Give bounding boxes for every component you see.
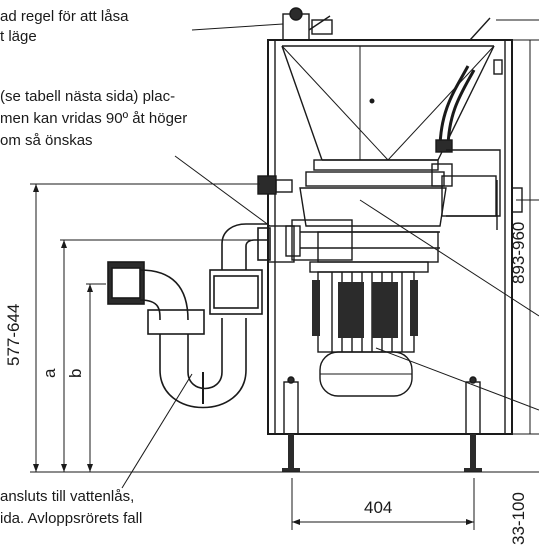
callout-drain-line1: ansluts till vattenlås, <box>0 488 135 505</box>
lock-latch <box>282 7 333 41</box>
callout-outlet-line3: om så önskas <box>0 132 93 149</box>
dimension-height-total: 577-644 <box>4 303 23 366</box>
adjustable-feet <box>240 376 539 473</box>
dimension-height-a: a <box>40 368 59 378</box>
callout-lock-line1: ad regel för att låsa <box>0 8 129 25</box>
dimension-width-base: 404 <box>364 498 393 517</box>
dimension-arrows <box>33 184 474 525</box>
dimension-height-right: 893-960 <box>509 221 528 284</box>
dimension-foot-adjust: 33-100 <box>509 492 528 545</box>
callout-outlet-line1: (se tabell nästa sida) plac- <box>0 88 176 105</box>
callout-lock-line2: t läge <box>0 28 37 45</box>
hopper <box>281 45 495 161</box>
dimension-height-b: b <box>66 368 85 378</box>
side-outlet <box>257 175 295 263</box>
leader-lines <box>121 23 539 489</box>
grinder-housing <box>285 159 447 263</box>
callout-outlet-line2: men kan vridas 90º åt höger <box>0 110 188 127</box>
water-hose <box>431 65 501 217</box>
callout-drain-line2: ida. Avloppsrörets fall <box>0 510 143 527</box>
dimension-lines <box>30 40 531 530</box>
water-trap <box>107 223 271 409</box>
motor <box>309 261 429 397</box>
